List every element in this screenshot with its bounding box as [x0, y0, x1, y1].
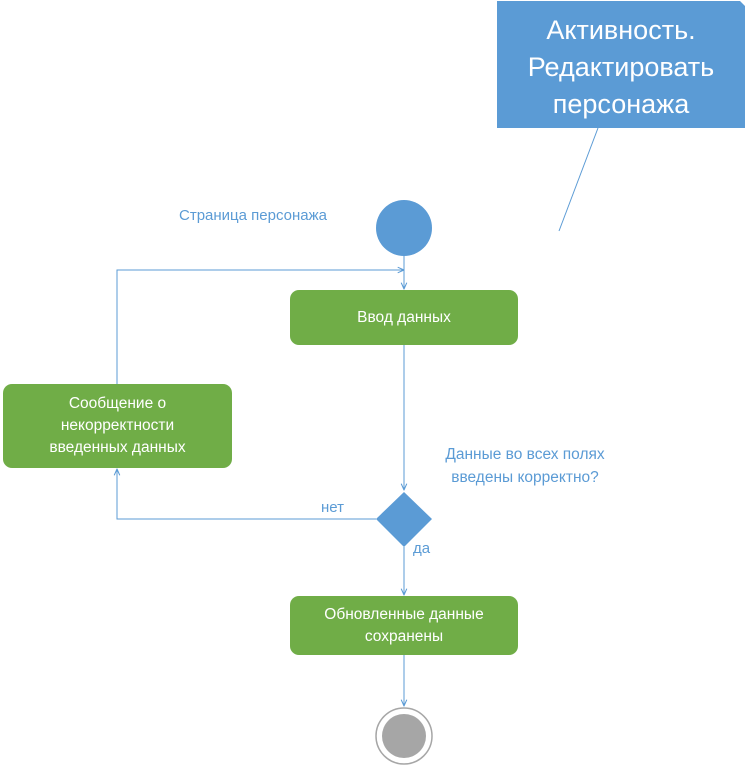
- decision-question-line: Данные во всех полях: [445, 446, 605, 463]
- action-saved-box: [290, 596, 518, 655]
- action-saved-line: сохранены: [364, 627, 444, 645]
- action-input-text: Ввод данных: [357, 308, 451, 326]
- note-fold: [740, 1, 745, 6]
- decision-question: Данные во всех полях введены корректно?: [420, 443, 630, 489]
- end-node-inner: [382, 714, 426, 758]
- start-node: [376, 200, 432, 256]
- flow-decision-no: [117, 469, 376, 520]
- decision-node: [376, 492, 432, 547]
- decision-no-label: нет: [321, 499, 344, 516]
- note-line: Редактировать: [527, 52, 715, 82]
- action-error-line: введенных данных: [49, 439, 186, 456]
- action-error-label: Сообщение о некорректности введенных дан…: [3, 384, 232, 468]
- decision-question-line: введены корректно?: [451, 469, 599, 486]
- action-saved-label: Обновленные данные сохранены: [290, 596, 518, 655]
- action-error-line: Сообщение о: [68, 395, 167, 412]
- note-connector: [558, 127, 599, 232]
- note-title: Активность. Редактировать персонажа: [497, 12, 745, 123]
- action-input-label: Ввод данных: [290, 290, 518, 345]
- action-input-box: [290, 290, 518, 345]
- flow-error-to-input: [116, 270, 404, 384]
- start-label: Страница персонажа: [179, 207, 327, 224]
- action-error-line: некорректности: [60, 417, 175, 434]
- note-box: [497, 1, 745, 128]
- note-line: Активность.: [546, 15, 696, 45]
- decision-yes-label: да: [413, 540, 431, 557]
- note-line: персонажа: [552, 89, 690, 119]
- action-error-box: [3, 384, 232, 468]
- action-saved-line: Обновленные данные: [324, 605, 484, 623]
